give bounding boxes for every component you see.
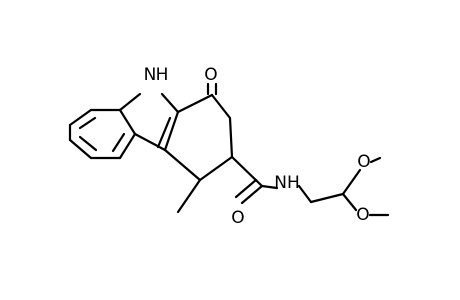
double-bond-inner (78, 135, 98, 152)
bond (176, 93, 214, 114)
bond (260, 184, 279, 190)
bond (210, 93, 232, 120)
ketone-oxygen-label: O (204, 65, 217, 85)
bond (309, 192, 345, 204)
bond (118, 92, 142, 112)
bond (133, 132, 167, 152)
cyclohexanone-ring (163, 93, 234, 182)
bond (160, 92, 180, 114)
bond (297, 184, 313, 204)
bond (240, 184, 264, 205)
ring-nh-n-label: N (144, 65, 157, 85)
benzene-ring (68, 108, 137, 160)
amide-group (230, 155, 279, 205)
dimethoxyethyl-chain (297, 156, 390, 217)
bond (198, 155, 234, 182)
ring-nh-h-label: H (156, 65, 169, 85)
double-bond-inner (156, 116, 172, 149)
methoxy-oxygen-top-label: O (357, 152, 370, 172)
bond (230, 155, 264, 188)
methyl-bond (176, 178, 202, 214)
bond (163, 110, 180, 152)
amide-nh-label: NH (274, 173, 300, 193)
bond (163, 148, 202, 182)
double-bond-inner (111, 132, 126, 153)
bond (341, 192, 358, 212)
ketone-bond (206, 82, 218, 96)
bond (118, 132, 137, 160)
methoxy-oxygen-bottom-label: O (356, 205, 369, 225)
bond (369, 156, 382, 164)
bond (234, 178, 258, 199)
bond (228, 116, 234, 159)
amide-oxygen-label: O (231, 208, 244, 228)
pyrrole-ring (118, 92, 180, 152)
bond (118, 108, 137, 136)
bond (68, 138, 93, 160)
bond (341, 168, 362, 196)
double-bond-inner (78, 116, 97, 130)
bond (68, 108, 93, 127)
